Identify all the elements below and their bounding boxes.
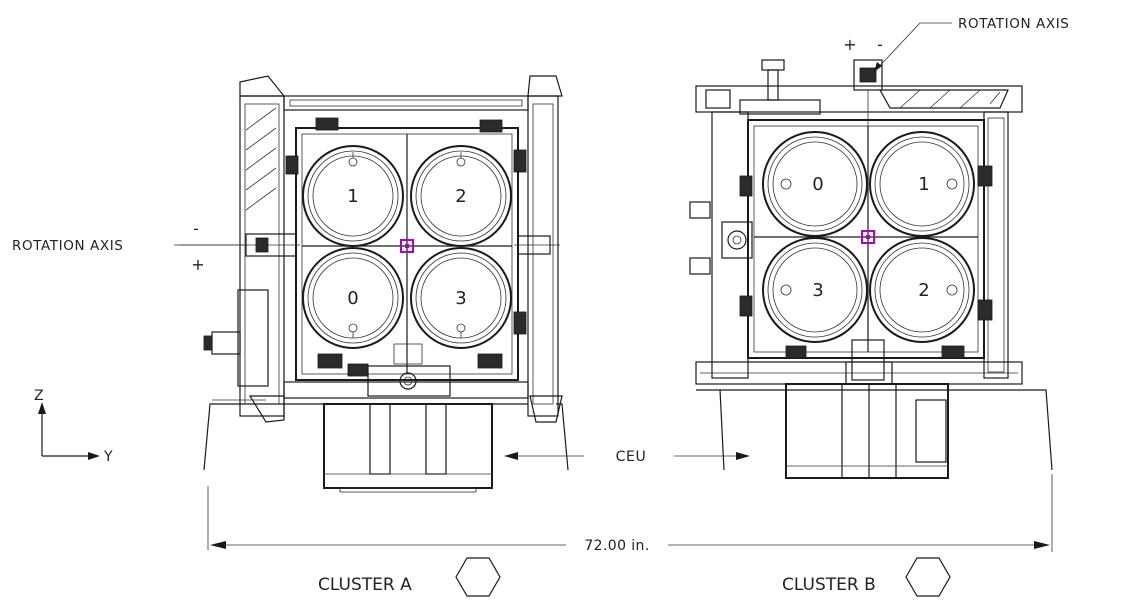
rotation-axis-label-left: ROTATION AXIS — [12, 238, 123, 254]
ceu-callout: CEU — [504, 449, 750, 465]
cluster-a-number-1: 1 — [347, 186, 358, 207]
rotation-plus-right: + — [843, 35, 856, 54]
cluster-b-ceu-box — [785, 383, 949, 479]
cluster-b-canister-0 — [762, 131, 868, 237]
cluster-b-right-rail — [983, 111, 1009, 379]
cluster-a-label: CLUSTER A — [318, 575, 412, 595]
cluster-b-inner-frame — [747, 119, 985, 359]
cluster-a-canister-1 — [302, 145, 404, 247]
cluster-a-canister-0 — [302, 247, 404, 349]
cluster-a-drawing: 1 2 0 3 — [180, 75, 569, 493]
cluster-b-number-0: 0 — [812, 174, 823, 195]
cluster-b-canister-3 — [762, 237, 868, 343]
rotation-plus-left: + — [191, 255, 204, 274]
rotation-minus-right: - — [877, 35, 883, 54]
cluster-b-number-3: 3 — [812, 280, 823, 301]
cluster-a-hexagon-icon — [455, 557, 501, 597]
cluster-b-canister-2 — [869, 237, 975, 343]
cluster-a-top-beam — [283, 95, 529, 111]
cluster-a-number-0: 0 — [347, 288, 358, 309]
cluster-a-center-marker — [400, 239, 414, 253]
cluster-a-top-left-corner — [239, 75, 286, 97]
cluster-b-top-beam — [695, 85, 1023, 113]
cluster-a-canister-2 — [410, 145, 512, 247]
cluster-a-number-3: 3 — [455, 288, 466, 309]
cluster-a-bottom-beam — [283, 381, 529, 399]
cluster-b-number-2: 2 — [918, 280, 929, 301]
z-axis-label: Z — [34, 388, 44, 404]
cluster-a-canister-3 — [410, 247, 512, 349]
dimension-label: 72.00 in. — [584, 538, 649, 554]
cluster-b-number-1: 1 — [918, 174, 929, 195]
ceu-label: CEU — [616, 449, 647, 465]
cluster-b-label: CLUSTER B — [782, 575, 876, 595]
cluster-b-hexagon-icon — [905, 557, 951, 597]
cluster-b-canister-1 — [869, 131, 975, 237]
axis-indicator: Z Y — [34, 388, 113, 465]
cluster-b-drawing: 0 1 3 2 — [689, 59, 1053, 479]
rotation-axis-label-right: ROTATION AXIS — [958, 16, 1069, 32]
rotation-axis-leader-right — [873, 22, 952, 73]
y-axis-label: Y — [103, 449, 113, 465]
cluster-a-number-2: 2 — [455, 186, 466, 207]
dimension-line: 72.00 in. — [207, 474, 1053, 554]
cluster-a-right-rail — [527, 95, 559, 417]
rotation-minus-left: - — [193, 219, 199, 238]
cluster-b-center-marker — [861, 230, 875, 244]
cluster-a-ceu-box — [323, 403, 493, 489]
